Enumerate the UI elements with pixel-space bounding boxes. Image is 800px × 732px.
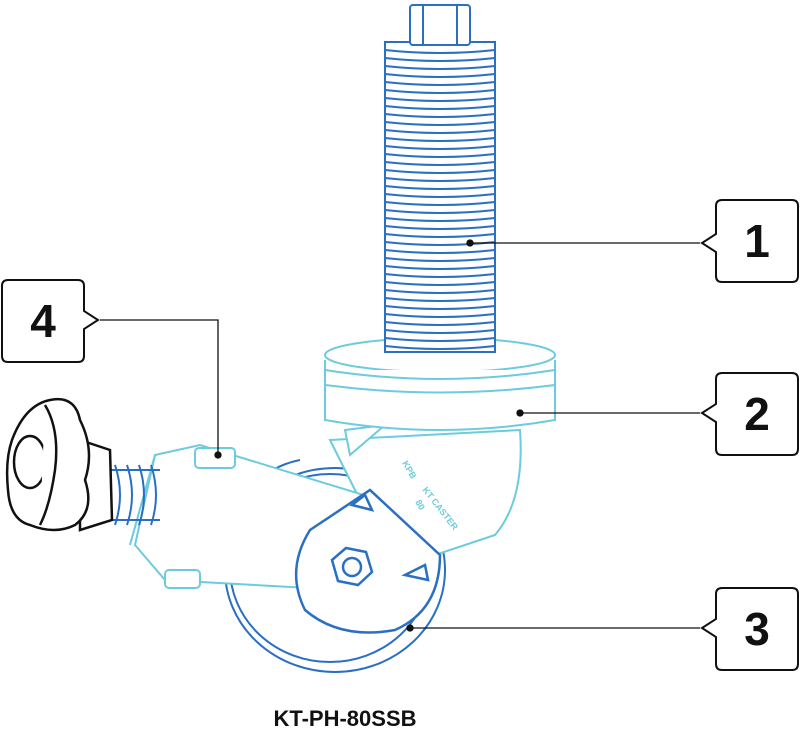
brake-knob [5, 397, 114, 532]
thread-line [384, 49, 496, 54]
thread-line [384, 65, 496, 70]
threaded-stem [384, 4, 496, 353]
thread-line [384, 233, 496, 238]
leader-lines [100, 239, 700, 632]
thread-line [384, 305, 496, 310]
model-label: KT-PH-80SSB [273, 706, 417, 731]
thread-line [384, 145, 496, 150]
thread-line [384, 137, 496, 142]
callout-4: 4 [30, 295, 56, 347]
thread-line [384, 265, 496, 270]
thread-line [384, 313, 496, 318]
thread-line [384, 105, 496, 110]
mounting-plate [294, 488, 442, 634]
engraving-line3: 80 [413, 498, 427, 512]
thread-line [384, 177, 496, 182]
thread-line [384, 249, 496, 254]
callout-1: 1 [744, 215, 770, 267]
thread-line [384, 321, 496, 326]
thread-line [384, 57, 496, 62]
thread-line [384, 273, 496, 278]
thread-line [384, 289, 496, 294]
thread-line [384, 97, 496, 102]
thread-line [384, 217, 496, 222]
callout-3: 3 [744, 603, 770, 655]
thread-line [384, 89, 496, 94]
callout-2: 2 [744, 388, 770, 440]
thread-line [384, 257, 496, 262]
thread-line [384, 281, 496, 286]
thread-line [384, 161, 496, 166]
thread-line [384, 129, 496, 134]
thread-line [384, 201, 496, 206]
spring [105, 464, 160, 526]
thread-line [384, 297, 496, 302]
thread-line [384, 193, 496, 198]
thread-line [384, 337, 496, 342]
thread-line [384, 345, 496, 350]
thread-line [384, 81, 496, 86]
thread-line [384, 73, 496, 78]
thread-line [384, 113, 496, 118]
thread-line [384, 169, 496, 174]
thread-line [384, 225, 496, 230]
thread-line [384, 153, 496, 158]
callout-boxes [1, 199, 799, 671]
thread-line [384, 121, 496, 126]
base-plate [324, 337, 556, 431]
thread-line [384, 209, 496, 214]
thread-line [384, 185, 496, 190]
swivel-body [328, 423, 522, 562]
thread-line [384, 329, 496, 334]
